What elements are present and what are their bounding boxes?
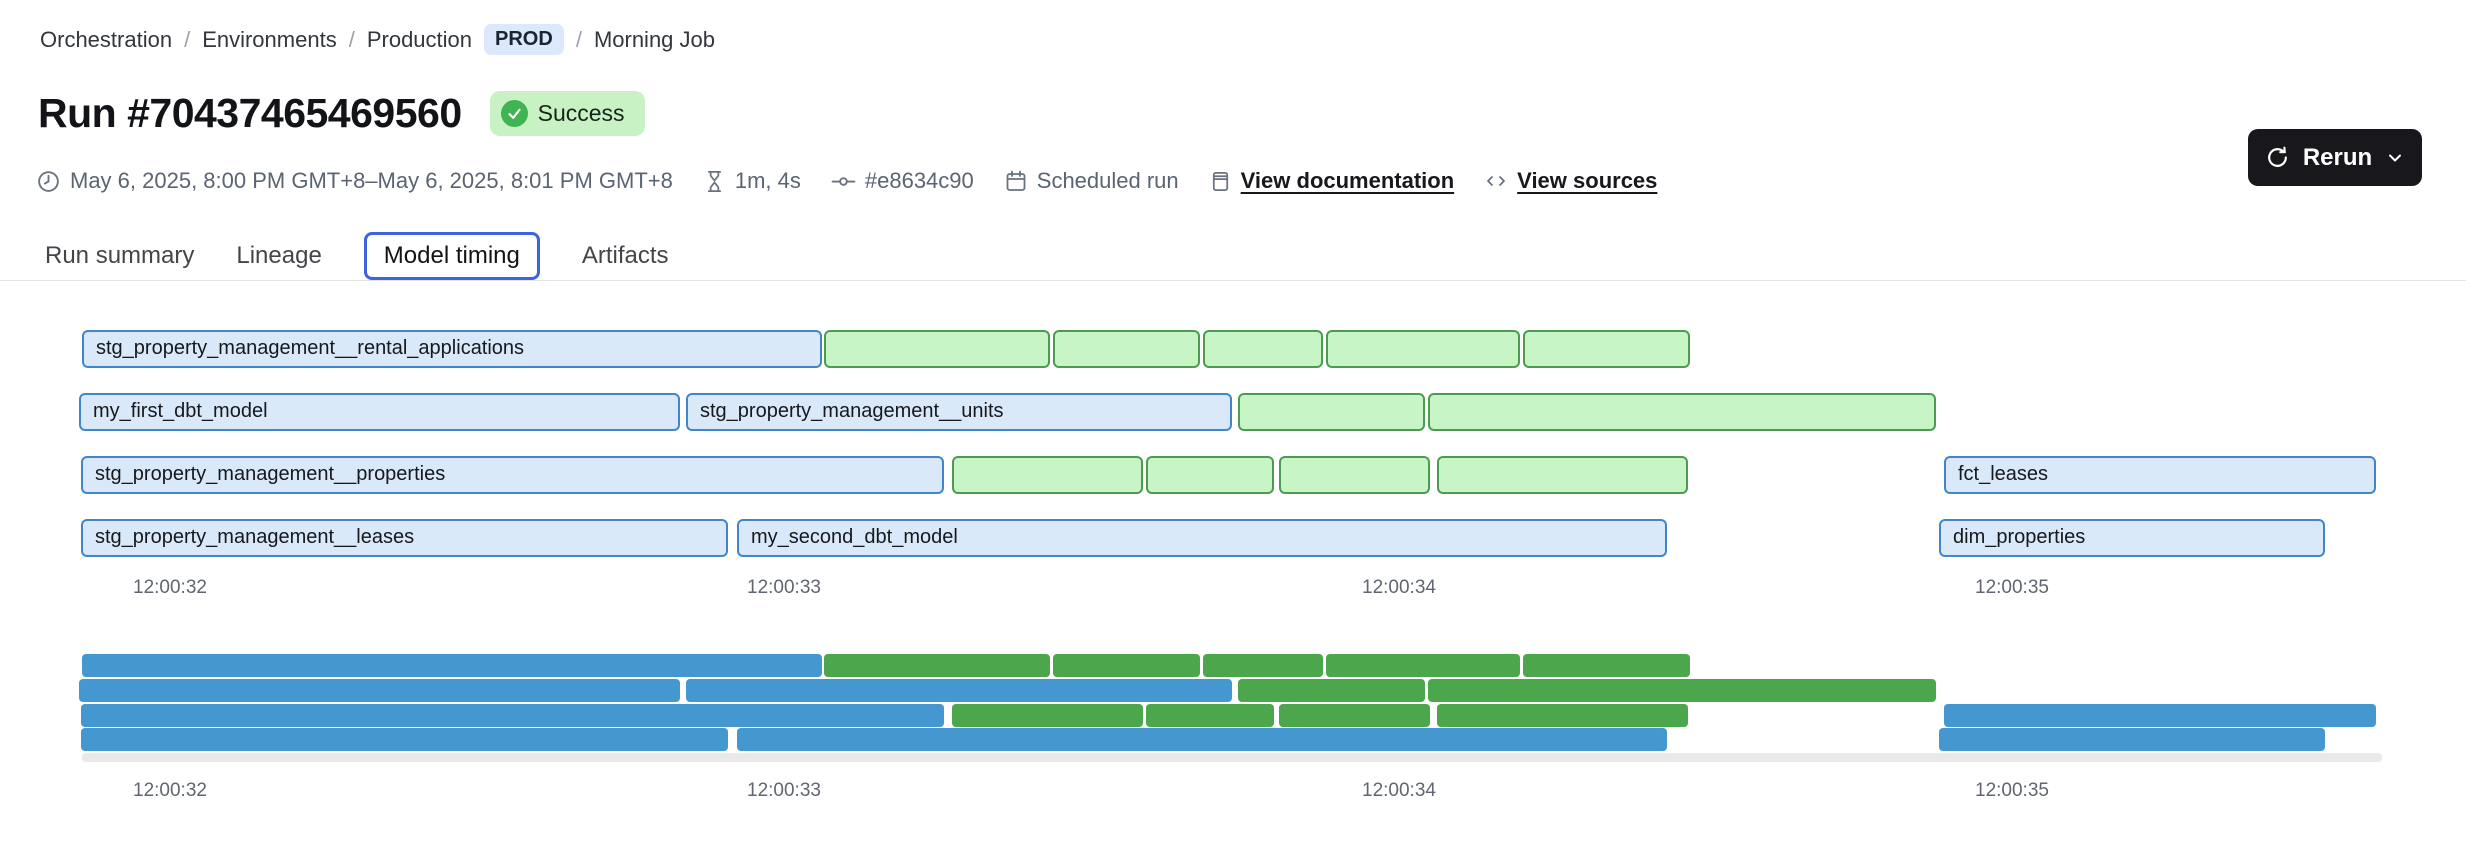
breadcrumb-separator: / bbox=[348, 26, 355, 52]
breadcrumb-orchestration[interactable]: Orchestration bbox=[40, 26, 173, 52]
gantt-bar[interactable]: my_second_dbt_model bbox=[737, 519, 1667, 557]
gantt-bar[interactable]: stg_property_management__units bbox=[686, 393, 1232, 431]
minimap-bar bbox=[1326, 654, 1520, 677]
gantt-bar[interactable]: stg_property_management__rental_applicat… bbox=[82, 330, 822, 368]
tab-model-timing[interactable]: Model timing bbox=[363, 232, 540, 280]
view-sources-label[interactable]: View sources bbox=[1517, 168, 1658, 193]
gantt-bar[interactable] bbox=[1428, 393, 1936, 431]
view-documentation-label[interactable]: View documentation bbox=[1240, 168, 1455, 193]
gantt-bar[interactable] bbox=[1203, 330, 1323, 368]
run-meta-row: May 6, 2025, 8:00 PM GMT+8–May 6, 2025, … bbox=[36, 168, 1657, 194]
breadcrumb: Orchestration / Environments / Productio… bbox=[40, 24, 715, 55]
status-badge: Success bbox=[489, 91, 645, 136]
run-trigger: Scheduled run bbox=[1004, 168, 1179, 194]
gantt-bar[interactable]: stg_property_management__properties bbox=[81, 456, 944, 494]
gantt-bar[interactable] bbox=[1053, 330, 1200, 368]
rerun-label: Rerun bbox=[2302, 143, 2373, 171]
commit-icon bbox=[831, 169, 856, 194]
minimap-bar bbox=[1437, 704, 1688, 727]
minimap-bar bbox=[1523, 654, 1690, 677]
minimap-bar bbox=[79, 679, 680, 702]
commit-hash: #e8634c90 bbox=[831, 168, 974, 194]
minimap-bar bbox=[1146, 704, 1274, 727]
time-axis-label: 12:00:33 bbox=[747, 577, 821, 598]
gantt-bar[interactable] bbox=[1326, 330, 1520, 368]
gantt-bar[interactable] bbox=[1437, 456, 1688, 494]
minimap-bar bbox=[1428, 679, 1936, 702]
page-title: Run #70437465469560 bbox=[38, 90, 462, 136]
minimap-bar bbox=[1238, 679, 1425, 702]
tab-bar: Run summary Lineage Model timing Artifac… bbox=[45, 231, 669, 281]
gantt-bar[interactable]: fct_leases bbox=[1944, 456, 2376, 494]
minimap-bar bbox=[1944, 704, 2376, 727]
breadcrumb-environments[interactable]: Environments bbox=[202, 26, 337, 52]
breadcrumb-production[interactable]: Production bbox=[366, 26, 473, 52]
gantt-bar[interactable]: dim_properties bbox=[1939, 519, 2325, 557]
breadcrumb-morning-job[interactable]: Morning Job bbox=[593, 26, 716, 52]
minimap-bar bbox=[1053, 654, 1200, 677]
title-row: Run #70437465469560 Success bbox=[38, 90, 645, 137]
minimap-track bbox=[82, 753, 2382, 762]
minimap-bar bbox=[82, 654, 822, 677]
run-trigger-text: Scheduled run bbox=[1036, 168, 1179, 193]
minimap-bar bbox=[1279, 704, 1430, 727]
run-time-range: May 6, 2025, 8:00 PM GMT+8–May 6, 2025, … bbox=[36, 168, 673, 194]
status-label: Success bbox=[537, 100, 625, 126]
commit-hash-text: #e8634c90 bbox=[864, 168, 974, 193]
minimap-bar bbox=[737, 728, 1667, 751]
minimap-bar bbox=[81, 728, 728, 751]
tab-artifacts[interactable]: Artifacts bbox=[581, 242, 669, 269]
gantt-chart: stg_property_management__rental_applicat… bbox=[0, 320, 2466, 570]
run-duration: 1m, 4s bbox=[703, 168, 801, 194]
gantt-bar[interactable] bbox=[1523, 330, 1690, 368]
calendar-icon bbox=[1004, 169, 1028, 193]
gantt-bar[interactable] bbox=[1238, 393, 1425, 431]
breadcrumb-separator: / bbox=[575, 26, 582, 52]
tabs-divider bbox=[0, 280, 2466, 281]
run-time-range-text: May 6, 2025, 8:00 PM GMT+8–May 6, 2025, … bbox=[70, 168, 673, 193]
gantt-bar[interactable] bbox=[1279, 456, 1430, 494]
gantt-bar[interactable] bbox=[1146, 456, 1274, 494]
view-sources-link[interactable]: View sources bbox=[1484, 168, 1657, 194]
time-axis-label: 12:00:33 bbox=[747, 780, 821, 801]
breadcrumb-separator: / bbox=[184, 26, 191, 52]
view-documentation-link[interactable]: View documentation bbox=[1209, 168, 1455, 194]
clock-icon bbox=[36, 169, 61, 194]
check-icon bbox=[500, 100, 528, 127]
time-axis-label: 12:00:34 bbox=[1362, 780, 1436, 801]
minimap-bar bbox=[952, 704, 1143, 727]
chevron-down-icon[interactable] bbox=[2385, 148, 2405, 168]
time-axis-label: 12:00:34 bbox=[1362, 577, 1436, 598]
hourglass-icon bbox=[703, 170, 726, 193]
time-axis-label: 12:00:35 bbox=[1975, 780, 2049, 801]
minimap[interactable] bbox=[0, 648, 2466, 773]
minimap-bar bbox=[824, 654, 1050, 677]
tab-lineage[interactable]: Lineage bbox=[236, 242, 322, 269]
gantt-bar[interactable] bbox=[952, 456, 1143, 494]
time-axis-label: 12:00:32 bbox=[133, 577, 207, 598]
gantt-bar[interactable]: my_first_dbt_model bbox=[79, 393, 680, 431]
refresh-icon bbox=[2265, 145, 2290, 170]
time-axis-label: 12:00:32 bbox=[133, 780, 207, 801]
time-axis-2: 12:00:32 12:00:33 12:00:34 12:00:35 bbox=[0, 780, 2466, 806]
gantt-bar[interactable]: stg_property_management__leases bbox=[81, 519, 728, 557]
time-axis-1: 12:00:32 12:00:33 12:00:34 12:00:35 bbox=[0, 577, 2466, 603]
minimap-bar bbox=[1203, 654, 1323, 677]
code-icon bbox=[1484, 169, 1508, 193]
document-icon bbox=[1209, 170, 1232, 193]
rerun-button[interactable]: Rerun bbox=[2248, 129, 2422, 186]
time-axis-label: 12:00:35 bbox=[1975, 577, 2049, 598]
minimap-bar bbox=[81, 704, 944, 727]
tab-run-summary[interactable]: Run summary bbox=[45, 242, 195, 269]
gantt-bar[interactable] bbox=[824, 330, 1050, 368]
minimap-bar bbox=[1939, 728, 2325, 751]
environment-badge: PROD bbox=[484, 24, 564, 55]
minimap-bar bbox=[686, 679, 1232, 702]
run-duration-text: 1m, 4s bbox=[734, 168, 801, 193]
